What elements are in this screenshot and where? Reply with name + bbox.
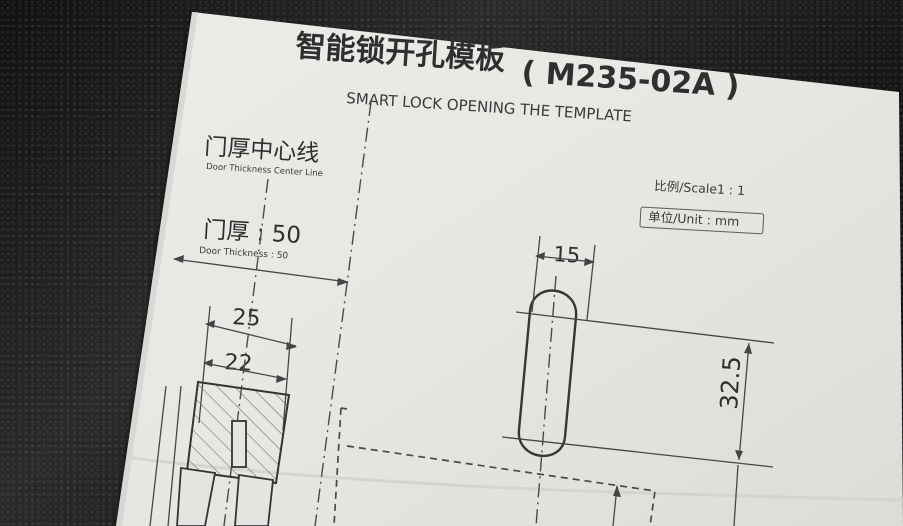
paper-sheet	[116, 12, 903, 526]
dim-32-5-arrow-top	[744, 343, 752, 354]
dim-15-ext-left	[531, 235, 541, 313]
unit-text: 单位/Unit : mm	[648, 209, 740, 229]
paper-text-group: 智能锁开孔模板 ( M235-02A ) SMART LOCK OPENING …	[199, 29, 746, 410]
dim-25-arrow-left	[205, 320, 215, 328]
lock-center-notch	[231, 420, 247, 468]
center-line	[314, 101, 372, 526]
lock-lower-cavity	[176, 466, 217, 526]
unit-box	[639, 206, 765, 235]
dim-22-arrow-right	[276, 375, 287, 383]
door-thickness-arrow-line	[173, 258, 349, 283]
slot-right-edge	[563, 316, 578, 438]
paper-shadow-edge	[116, 12, 198, 526]
dim-32-5-lower-ext	[501, 436, 774, 468]
dimension-32-5: 32.5	[715, 355, 746, 410]
dim-15-line	[535, 255, 595, 263]
dim-15-ext-right	[586, 244, 596, 321]
dim-22-line	[203, 362, 287, 380]
dimension-25: 25	[232, 305, 261, 332]
dimension-22: 22	[224, 350, 253, 377]
left-vertical-guide	[167, 385, 182, 526]
dim-22-arrow-left	[203, 359, 213, 367]
dim-32-5-upper-ext	[515, 311, 775, 344]
dim-32-5-arrow-bottom	[735, 450, 743, 460]
right-vertical-guide	[733, 464, 739, 526]
left-vertical-guide-2	[149, 385, 167, 526]
door-thickness-arrow-right	[337, 278, 349, 286]
dim-25-arrow-right	[286, 342, 297, 350]
dim-32-5-line	[738, 342, 750, 461]
lower-dashed-rectangle	[333, 407, 656, 526]
slot-left-edge	[517, 310, 532, 431]
lock-lower-cavity-right	[234, 473, 274, 526]
slot-center-line	[535, 275, 557, 526]
drawing-lines	[149, 101, 775, 526]
dim-15-arrow-right	[584, 258, 595, 266]
door-thickness-arrow-left	[173, 255, 184, 263]
dimension-15: 15	[553, 242, 581, 268]
door-thickness-cn: 门厚 : 50	[203, 217, 302, 249]
small-arrow-up	[613, 485, 621, 497]
dim-15-arrow-left	[535, 252, 545, 260]
scale-text: 比例/Scale1 : 1	[654, 178, 746, 198]
dim-25-line	[205, 323, 297, 347]
